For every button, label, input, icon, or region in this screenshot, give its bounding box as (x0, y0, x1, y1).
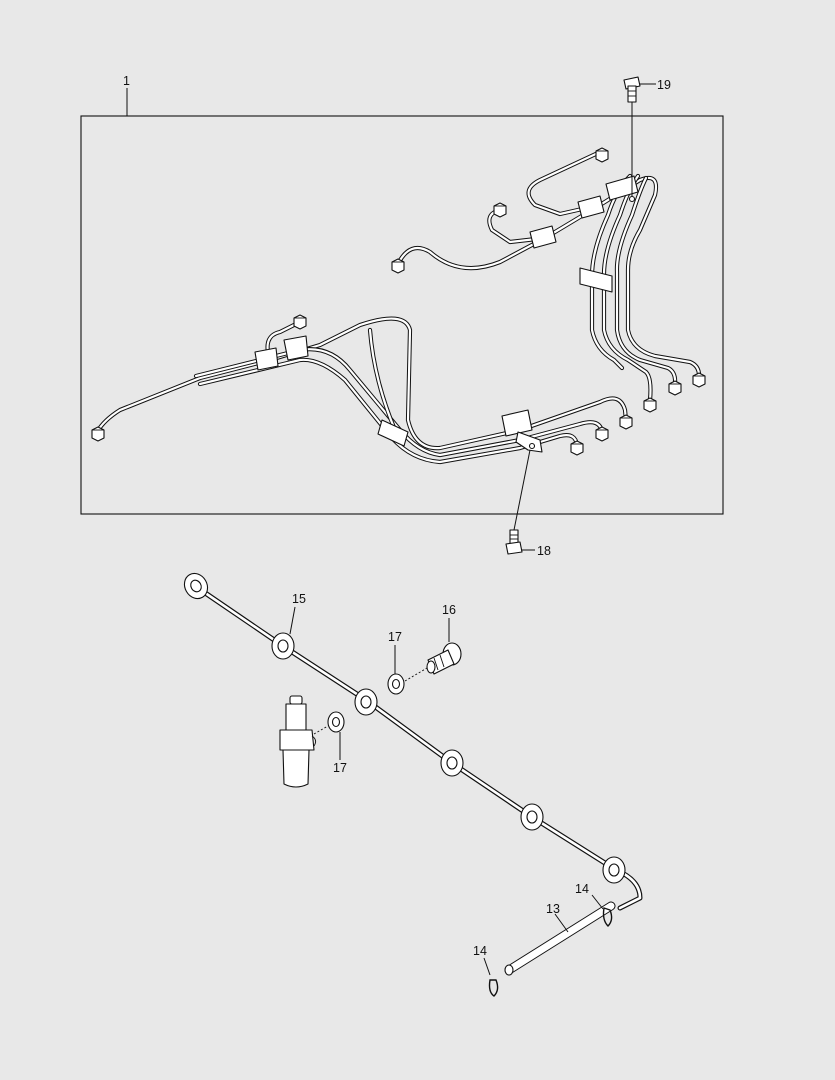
callout-19: 19 (657, 78, 671, 92)
callout-17a: 17 (388, 630, 402, 644)
leader-line-14b (483, 957, 491, 976)
injector-pipe-bundle-upper (391, 147, 706, 413)
hose-13 (504, 901, 616, 976)
injector (279, 695, 317, 788)
leader-line-13 (554, 913, 569, 933)
washer-17-lower (327, 711, 345, 733)
callout-17b: 17 (333, 761, 347, 775)
callout-15: 15 (292, 592, 306, 606)
callout-14a: 14 (575, 882, 589, 896)
callout-18: 18 (537, 544, 551, 558)
assembly-frame (80, 115, 724, 515)
injector-pipe-bundle-lower (91, 314, 633, 465)
bolt-19 (623, 76, 641, 103)
callout-14b: 14 (473, 944, 487, 958)
banjo-bolt-16 (426, 642, 462, 675)
callout-13: 13 (546, 902, 560, 916)
injection-pipe-assembly: 1 19 18 (80, 74, 724, 558)
leak-off-pipe (183, 572, 643, 911)
leader-line-15 (289, 606, 296, 635)
bolt-18 (505, 529, 523, 555)
leader-line-18 (513, 449, 531, 531)
hose-clip-14-upper (602, 907, 613, 927)
leader-line-14a (591, 894, 604, 910)
callout-1: 1 (123, 74, 130, 88)
hose-clip-14-lower (488, 979, 499, 997)
washer-17-upper (387, 673, 405, 695)
callout-16: 16 (442, 603, 456, 617)
